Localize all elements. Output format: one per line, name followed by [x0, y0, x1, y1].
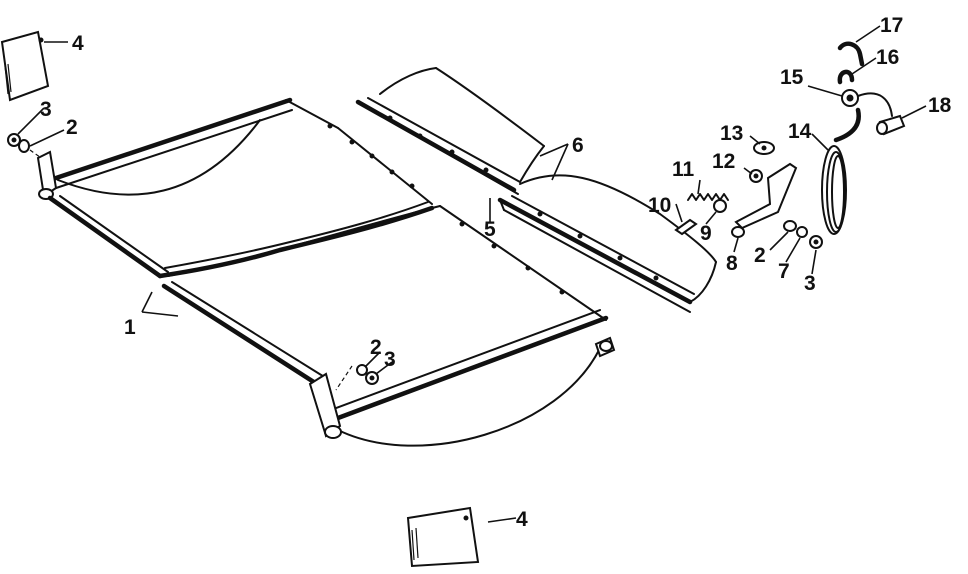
callout-5: 5 [484, 218, 496, 241]
callout-3-center: 3 [384, 348, 396, 371]
cable-connector [876, 114, 906, 136]
divider-channel-lower [497, 174, 717, 313]
callout-3-top-left: 3 [40, 98, 52, 121]
divider-channel-upper [355, 67, 545, 195]
control-cable [821, 107, 861, 235]
tension-spring [687, 193, 729, 201]
hopper-sheet-upper [36, 97, 435, 279]
callout-2-top-left: 2 [66, 116, 78, 139]
callout-10: 10 [648, 194, 671, 217]
callout-4-top: 4 [72, 32, 84, 55]
cable-clip [753, 141, 775, 155]
callout-15: 15 [780, 66, 804, 89]
u-clamp [837, 69, 855, 85]
bushing-right [783, 220, 797, 232]
callout-12: 12 [712, 150, 735, 173]
callout-labels: 4 3 2 1 5 6 2 3 4 13 12 11 10 9 8 2 7 3 … [40, 14, 952, 531]
mounting-plate-top [0, 30, 50, 102]
callout-11: 11 [672, 158, 695, 181]
washer-top-left [7, 133, 21, 147]
callout-8: 8 [726, 252, 738, 275]
callout-3-right: 3 [804, 272, 816, 295]
lock-washer [796, 226, 808, 238]
callout-2-center: 2 [370, 336, 382, 359]
callout-14: 14 [788, 120, 812, 143]
cable-pulley [841, 89, 893, 117]
assembly-dashline-center [335, 365, 353, 391]
bushing-top-left [18, 139, 30, 153]
callout-1: 1 [124, 316, 136, 339]
bushing-center [356, 364, 368, 376]
spacer [713, 199, 727, 213]
hook-clip [837, 41, 865, 67]
hopper-sheet-lower [161, 205, 616, 447]
control-lever [731, 162, 798, 238]
mounting-plate-bottom [406, 506, 480, 568]
callout-6: 6 [572, 134, 584, 157]
callout-16: 16 [876, 46, 899, 69]
nut [749, 169, 763, 183]
washer-right [809, 235, 823, 249]
washer-center [365, 371, 379, 385]
callout-7: 7 [778, 260, 790, 283]
callout-4-bottom: 4 [516, 508, 528, 531]
callout-17: 17 [880, 14, 903, 37]
callout-13: 13 [720, 122, 743, 145]
spring-bracket [674, 218, 698, 236]
leader-lines [17, 25, 927, 523]
callout-9: 9 [700, 222, 712, 245]
callout-2-right: 2 [754, 244, 766, 267]
callout-18: 18 [928, 94, 952, 117]
